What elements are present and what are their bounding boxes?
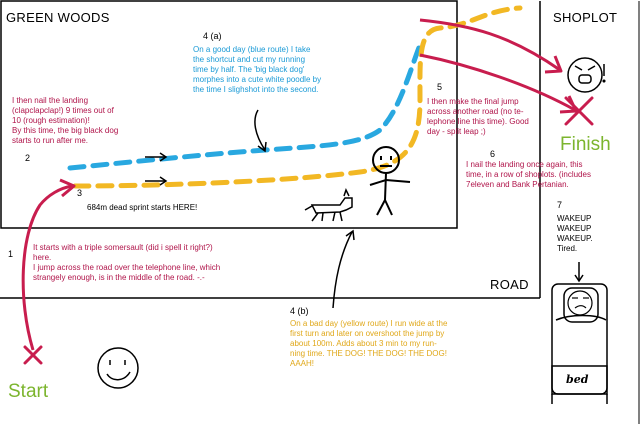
- blue-route: [67, 42, 423, 171]
- bed-icon: [551, 283, 608, 404]
- area-label-green-woods: GREEN WOODS: [6, 10, 110, 25]
- red-route-to-shoplot: [419, 18, 561, 72]
- area-label-road: ROAD: [490, 277, 529, 292]
- smiley-face-icon: [97, 347, 139, 389]
- arrow-4b: [332, 231, 353, 309]
- screaming-face-icon: [567, 57, 606, 93]
- arrow-4b-head: [345, 229, 355, 241]
- stick-figure-icon: [369, 146, 411, 216]
- red-route-to-finish: [419, 53, 576, 112]
- arrow-4a-head: [257, 141, 267, 153]
- step-text: I nail the landing once again, this time…: [466, 160, 591, 189]
- step-number: 4 (a): [203, 31, 222, 41]
- step-number: 6: [490, 149, 496, 159]
- step-text: WAKEUP WAKEUP WAKEUP. Tired.: [557, 214, 593, 253]
- step-number: 5: [437, 82, 443, 92]
- step-text: 684m dead sprint starts HERE!: [87, 203, 198, 212]
- step-text: I then make the final jump across anothe…: [427, 97, 529, 136]
- step-number: 1: [8, 249, 14, 259]
- dog-icon: [304, 188, 353, 222]
- bed-label: bed: [566, 373, 589, 386]
- red-route-to-finish-arrowhead: [559, 95, 578, 114]
- step-number: 7: [557, 200, 563, 210]
- step-text: On a bad day (yellow route) I run wide a…: [290, 319, 448, 368]
- red-route-start-arrowhead: [59, 178, 76, 198]
- arrow-7-head: [574, 274, 584, 283]
- area-label-shoplot: SHOPLOT: [553, 10, 618, 25]
- green-woods-boundary: [0, 0, 458, 229]
- start-cross-mark: [23, 345, 43, 365]
- finish-cross-mark: [564, 96, 594, 126]
- red-route-start: [21, 184, 73, 351]
- step-text: On a good day (blue route) I take the sh…: [193, 45, 322, 94]
- sleeping-face-icon: [567, 290, 593, 316]
- start-label: Start: [8, 381, 49, 402]
- step-number: 3: [77, 188, 83, 198]
- finish-label: Finish: [560, 134, 611, 155]
- direction-arrows: [145, 152, 168, 186]
- arrow-4a: [254, 109, 266, 151]
- step-number: 4 (b): [290, 306, 309, 316]
- step-text: I then nail the landing (clapclapclap!) …: [12, 96, 119, 145]
- step-text: It starts with a triple somersault (did …: [33, 243, 221, 282]
- red-route-to-shoplot-arrowhead: [544, 55, 563, 74]
- step-number: 2: [25, 153, 31, 163]
